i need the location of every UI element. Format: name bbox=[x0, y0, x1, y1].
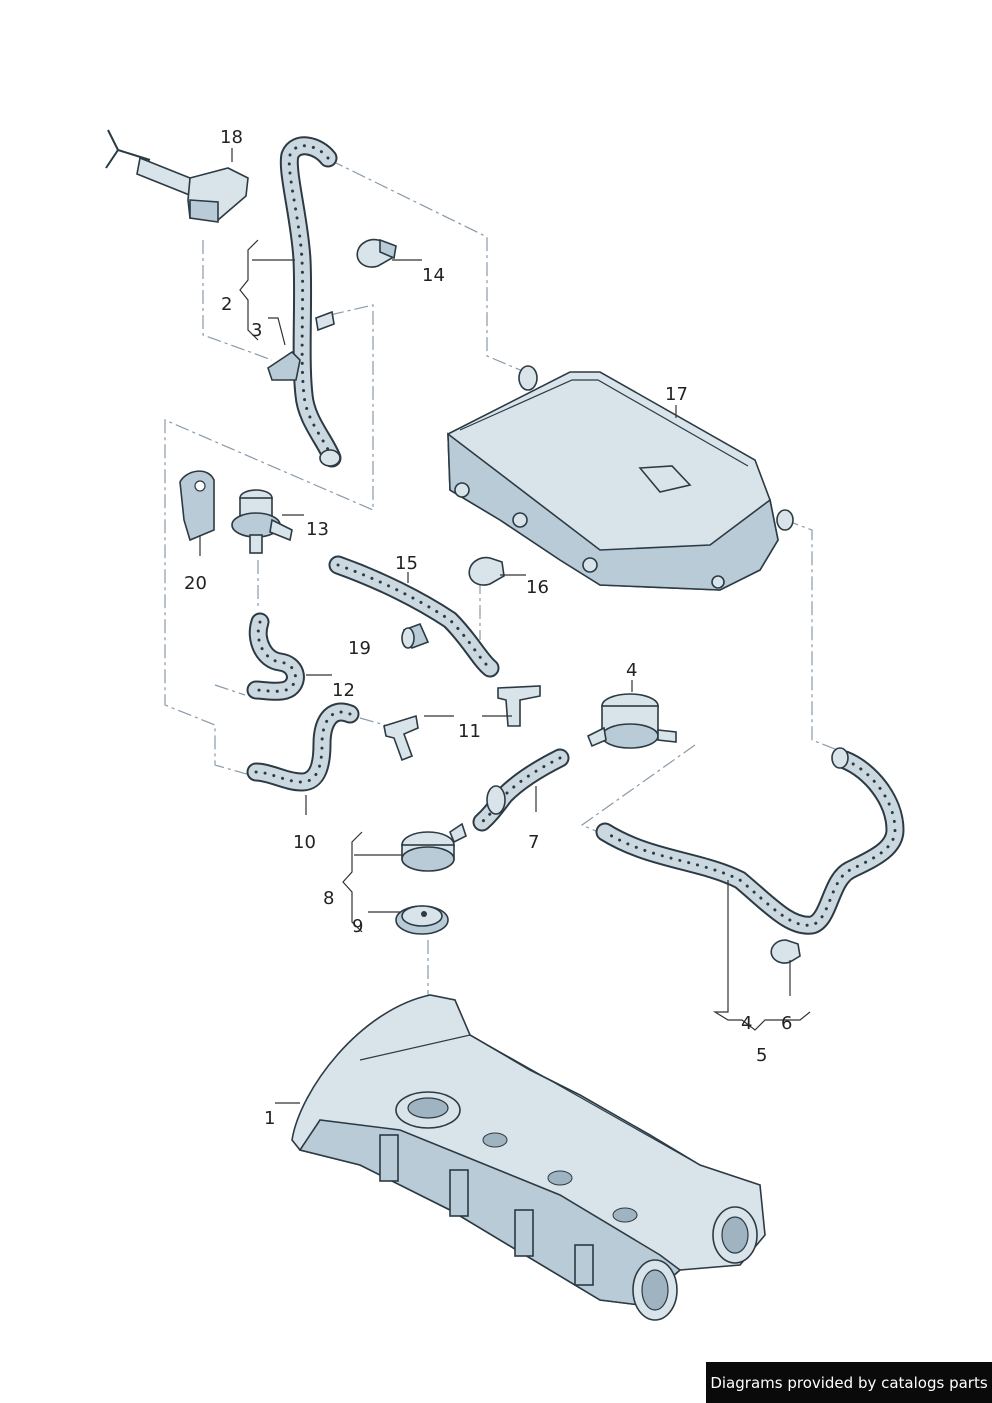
part-10-hose bbox=[246, 702, 360, 792]
label-10[interactable]: 10 bbox=[293, 832, 316, 853]
label-6[interactable]: 6 bbox=[781, 1013, 792, 1034]
part-2-breather-hose bbox=[267, 136, 342, 468]
label-13[interactable]: 13 bbox=[306, 519, 329, 540]
label-15[interactable]: 15 bbox=[395, 553, 418, 574]
label-2[interactable]: 2 bbox=[221, 294, 232, 315]
label-4-hose[interactable]: 4 bbox=[741, 1013, 752, 1034]
leader-lines bbox=[199, 148, 811, 1104]
attribution-text: Diagrams provided by catalogs parts bbox=[710, 1373, 988, 1392]
part-4-valve bbox=[586, 693, 677, 749]
part-14-hose-clip bbox=[356, 238, 397, 268]
part-5-hose-assembly bbox=[595, 747, 905, 935]
label-19[interactable]: 19 bbox=[348, 638, 371, 659]
part-20-bracket bbox=[179, 470, 215, 542]
label-16[interactable]: 16 bbox=[526, 577, 549, 598]
label-20[interactable]: 20 bbox=[184, 573, 207, 594]
part-15-hose bbox=[328, 555, 500, 678]
part-17-housing bbox=[447, 365, 794, 591]
label-17[interactable]: 17 bbox=[665, 384, 688, 405]
part-19-sleeve bbox=[401, 622, 430, 650]
part-7-hose bbox=[472, 748, 570, 832]
label-12[interactable]: 12 bbox=[332, 680, 355, 701]
part-9-seal bbox=[395, 905, 449, 935]
part-16-hose-clip bbox=[468, 556, 505, 586]
part-8-cap bbox=[401, 822, 467, 872]
part-1-valve-cover bbox=[291, 994, 766, 1321]
label-18[interactable]: 18 bbox=[220, 127, 243, 148]
label-3[interactable]: 3 bbox=[251, 320, 262, 341]
attribution-banner: Diagrams provided by catalogs parts bbox=[706, 1362, 992, 1403]
assembly-lines bbox=[164, 159, 851, 1100]
label-1[interactable]: 1 bbox=[264, 1108, 275, 1129]
label-14[interactable]: 14 bbox=[422, 265, 445, 286]
label-9[interactable]: 9 bbox=[352, 916, 363, 937]
part-12-hose bbox=[246, 612, 305, 701]
label-8[interactable]: 8 bbox=[323, 888, 334, 909]
label-4-valve[interactable]: 4 bbox=[626, 660, 637, 681]
label-7[interactable]: 7 bbox=[528, 832, 539, 853]
part-18-connector bbox=[105, 129, 249, 223]
part-13-valve bbox=[231, 489, 293, 554]
part-6-clip bbox=[770, 939, 801, 964]
part-labels: 18 2 3 14 17 13 15 16 20 19 12 4 11 7 10… bbox=[184, 127, 792, 1129]
label-11[interactable]: 11 bbox=[458, 721, 481, 742]
label-5[interactable]: 5 bbox=[756, 1045, 767, 1066]
